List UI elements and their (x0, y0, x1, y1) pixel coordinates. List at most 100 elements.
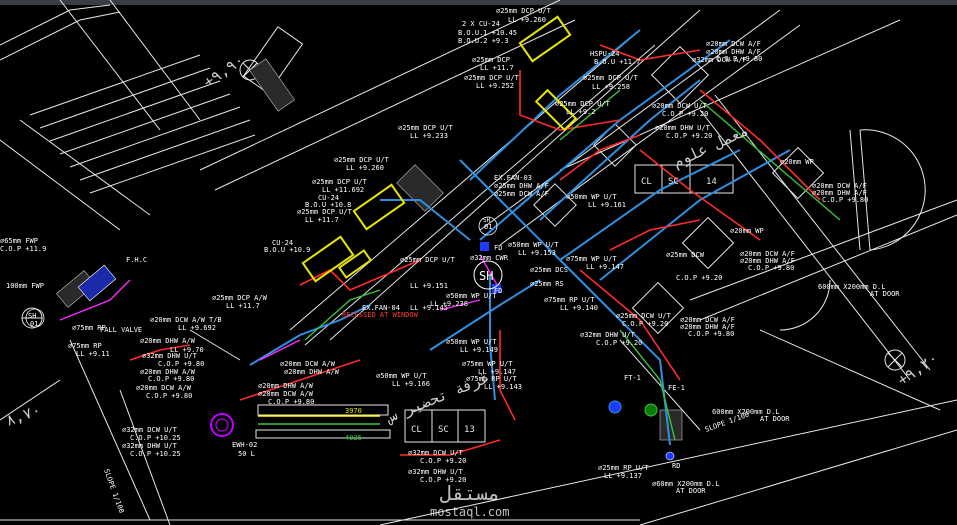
annotation: LL +11.7 (226, 302, 260, 310)
annotation: ⌀25mm DCW (666, 251, 705, 259)
annotation: ⌀20mm WP (730, 227, 764, 235)
annotation: C.O.P +9.80 (146, 392, 192, 400)
annotation: ⌀20mm DHW A/W (140, 368, 196, 376)
annotation: ⌀50mm WP U/T (446, 292, 497, 300)
annotation: LL +9.145 (410, 304, 448, 312)
annotation: C.O.P +9.80 (688, 330, 734, 338)
annotation: ⌀32mm DHW U/T (122, 442, 178, 450)
annotation: ⌀75mm RP (68, 342, 102, 350)
annotation: 3970 (345, 407, 362, 415)
annotation: CU-24 (318, 194, 339, 202)
annotation: ⌀60mm X200mm D.L (652, 480, 719, 488)
annotation: AT DOOR (760, 415, 790, 423)
annotation: B.O.U.2 +9.3 (458, 37, 509, 45)
cold-water-pipes (249, 29, 791, 446)
annotation: LL +11.7 (480, 64, 514, 72)
annotation: ⌀25mm DCP U/T (312, 178, 368, 186)
annotation: ⌀25mm DCP U/T (464, 74, 520, 82)
annotation: LL +9.147 (478, 368, 516, 376)
annotation: ⌀20mm DCW A/F (812, 182, 867, 190)
annotation: ⌀25mm DCP U/T (398, 124, 454, 132)
equipment-symbols (25, 216, 675, 461)
annotation: FALL VALVE (100, 326, 142, 334)
watermark-logo: مستقل (440, 481, 500, 505)
annotation: C.O.P +9.20 (676, 274, 722, 282)
annotation: FD (494, 287, 502, 295)
annotation: 01 (30, 320, 38, 328)
annotation: LL +9.166 (392, 380, 430, 388)
annotation: ⌀20mm DHW A/W (284, 368, 340, 376)
annotation: LL +9.161 (588, 201, 626, 209)
annotation: ⌀25mm DCW A/F (494, 190, 549, 198)
annotation: B.O.U.1 +10.45 (458, 29, 517, 37)
annotation: LL +9.143 (484, 383, 522, 391)
annotation: LL +9.11 (76, 350, 110, 358)
annotation: LL +9.260 (508, 16, 546, 24)
annotation: C.O.P +10.25 (130, 434, 181, 442)
annotation: ⌀25mm RS (530, 280, 564, 288)
annotation: C.O.P +9.20 (420, 476, 466, 484)
annotation: C.O.P +11.9 (0, 245, 46, 253)
annotation: ⌀75mm WP U/T (566, 255, 617, 263)
annotation: ⌀32mm DCW U/T (408, 449, 464, 457)
annotation: ⌀50mm WP U/T (446, 338, 497, 346)
annotation: C.O.P +9.80 (158, 360, 204, 368)
annotation: SLOPE 1/100 (102, 468, 125, 514)
annotation: ⌀25mm DCP U/T (496, 7, 552, 15)
annotation: ⌀20mm DHW U/T (655, 124, 711, 132)
annotation: ⌀25mm DCP U/T (555, 100, 611, 108)
annotation: ⌀32mm CWR (470, 254, 509, 262)
annotation: ⌀20mm DHW A/F (706, 48, 761, 56)
room-tag: CL (411, 425, 422, 435)
annotation: ⌀20mm DCW U/T (652, 102, 708, 110)
annotation: LL +11.692 (322, 186, 364, 194)
annotation: ⌀65mm FWP (0, 237, 38, 245)
annotation: ⌀75mm WP U/T (462, 360, 513, 368)
annotation: LL +9.252 (476, 82, 514, 90)
annotation: LL +9.140 (560, 304, 598, 312)
annotation: ⌀32mm DHW U/T (142, 352, 198, 360)
fixtures (301, 15, 578, 283)
annotation: EWH-02 (232, 441, 257, 449)
level-marker: ٨,٧٠ (3, 400, 43, 429)
annotation: ⌀25mm DCP A/W (212, 294, 268, 302)
annotation: EX.FAN-04 (362, 304, 400, 312)
annotation: ⌀20mm DCW A/W (258, 390, 314, 398)
return-pipes (258, 89, 841, 441)
annotation: C.O.P +9.20 (596, 339, 642, 347)
annotation: LL +9.692 (178, 324, 216, 332)
annotation: 01 (484, 223, 492, 231)
annotation: ⌀20mm WP (780, 158, 814, 166)
annotation: ⌀20mm DCW A/W T/B (150, 316, 222, 324)
annotation: FE-1 (668, 384, 685, 392)
annotation: C.O.P +10.25 (130, 450, 181, 458)
annotation: ⌀75mm RP (72, 324, 106, 332)
annotation: 600mm X200mm D.L (818, 283, 885, 291)
annotation: ⌀20mm DCW A/W (136, 384, 192, 392)
annotation: C.O.P +9.80 (268, 398, 314, 406)
annotation: SH (483, 217, 491, 224)
annotation: LL +9.258 (592, 83, 630, 91)
annotation: C.O.P +9.20 (662, 110, 708, 118)
annotation: LL +9.238 (430, 300, 468, 308)
annotation: ⌀20mm DHW A/W (258, 382, 314, 390)
annotation: C.O.P +9.80 (716, 55, 762, 63)
annotation: F.H.C (126, 256, 147, 264)
annotation: ⌀25mm DCP U/T (334, 156, 390, 164)
room-tag: 13 (464, 425, 475, 435)
annotation: 50 L (238, 450, 255, 458)
annotation: ⌀25mm DCP U/T (400, 256, 456, 264)
annotation: FD (494, 244, 502, 252)
annotation: 600mm X200mm D.L (712, 408, 779, 416)
annotation: SH (28, 312, 36, 320)
annotation: FT-1 (624, 374, 641, 382)
annotation: RECESSED AT WINDOW (342, 311, 419, 319)
annotation: ⌀32mm DCW U/T (122, 426, 178, 434)
annotation: 2 X CU-24 (462, 20, 500, 28)
annotation: LL +11.7 (305, 216, 339, 224)
watermark: مستقل mostaql.com (430, 481, 509, 519)
annotation: LL +9.137 (604, 472, 642, 480)
annotation: LL +9.233 (410, 132, 448, 140)
